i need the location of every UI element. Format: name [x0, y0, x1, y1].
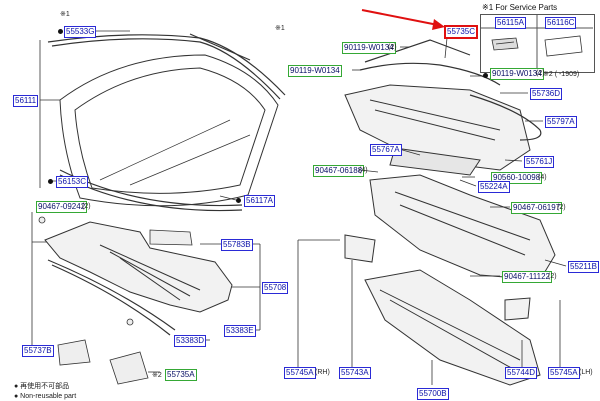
- service-part-56116C-icon: [544, 35, 583, 57]
- cowl-top-panel-left: [44, 221, 233, 313]
- part-qty-90119-W0134-a: (2): [388, 44, 397, 51]
- part-label-53383E[interactable]: 53383E: [224, 325, 256, 337]
- part-qty-90467-06188: (4): [359, 167, 368, 174]
- part-label-55743A[interactable]: 55743A: [339, 367, 371, 379]
- legend-en: ● Non-reusable part: [14, 393, 77, 400]
- part-label-55735A[interactable]: 55735A: [165, 369, 197, 381]
- star1-note-top: ※1: [60, 11, 70, 18]
- service-date-note: ※2 ( -1909): [543, 71, 580, 78]
- part-side-lh: (LH): [579, 369, 593, 376]
- part-qty-90560-10098: (4): [538, 174, 547, 181]
- small-parts-left: [38, 216, 193, 385]
- part-label-55211B[interactable]: 55211B: [568, 261, 599, 273]
- part-label-55736D[interactable]: 55736D: [530, 88, 563, 100]
- non-reusable-dot: [48, 179, 53, 184]
- part-label-90467-06197[interactable]: 90467-06197: [511, 202, 563, 214]
- part-qty-90467-09242: (2): [82, 203, 91, 210]
- cowl-louver-upper: [344, 84, 531, 171]
- part-label-55797A[interactable]: 55797A: [545, 116, 577, 128]
- part-label-55761J[interactable]: 55761J: [524, 156, 555, 168]
- non-reusable-dot: [483, 73, 488, 78]
- part-label-55708[interactable]: 55708: [262, 282, 289, 294]
- part-label-56115A[interactable]: 56115A: [495, 17, 526, 29]
- cowl-panel-right: [369, 174, 556, 281]
- part-label-90467-06188[interactable]: 90467-06188: [313, 165, 365, 177]
- part-qty-90467-06197: (2): [557, 204, 566, 211]
- part-label-55224A[interactable]: 55224A: [478, 181, 510, 193]
- part-label-90119-W0134-c[interactable]: 90119-W0134: [490, 68, 544, 80]
- part-label-56116C[interactable]: 56116C: [545, 17, 577, 29]
- part-label-55745A-rh[interactable]: 55745A: [284, 367, 316, 379]
- part-label-90467-11122[interactable]: 90467-11122: [502, 271, 552, 283]
- non-reusable-dot: [236, 198, 241, 203]
- part-label-55767A[interactable]: 55767A: [370, 144, 402, 156]
- part-label-55737B[interactable]: 55737B: [22, 345, 54, 357]
- non-reusable-dot: [58, 29, 63, 34]
- part-label-55744D[interactable]: 55744D: [505, 367, 538, 379]
- highlight-arrow: [361, 9, 445, 30]
- part-label-56117A[interactable]: 56117A: [244, 195, 275, 207]
- part-qty-90467-11122: (2): [548, 273, 557, 280]
- legend-jp: ● 再使用不可部品: [14, 383, 70, 390]
- part-side-rh: (RH): [315, 369, 330, 376]
- part-label-55745A-lh[interactable]: 55745A: [548, 367, 580, 379]
- part-label-90467-09242[interactable]: 90467-09242: [36, 201, 88, 213]
- part-label-55783B[interactable]: 55783B: [221, 239, 253, 251]
- part-label-55735C-highlighted[interactable]: 55735C: [444, 25, 479, 39]
- part-label-55533G[interactable]: 55533G: [64, 26, 97, 38]
- star1-note-mid: ※1: [275, 25, 285, 32]
- weatherstrip-left: [47, 259, 176, 336]
- windshield-glass: [59, 54, 279, 207]
- service-parts-header: ※1 For Service Parts: [482, 3, 558, 12]
- service-part-56115A-icon: [491, 37, 519, 51]
- part-label-56153C[interactable]: 56153C: [56, 176, 89, 188]
- part-label-56111[interactable]: 56111: [13, 95, 39, 107]
- part-label-90119-W0134-b[interactable]: 90119-W0134: [288, 65, 342, 77]
- cowl-lower-panel: [344, 234, 541, 386]
- part-label-55700B[interactable]: 55700B: [417, 388, 449, 400]
- part-label-90119-W0134-a[interactable]: 90119-W0134: [342, 42, 396, 54]
- star2-note: ※2: [152, 372, 162, 379]
- part-qty-90119-W0134-c: (2): [536, 70, 545, 77]
- seal-strip-right: [389, 147, 481, 176]
- leader-lines-right: [297, 37, 567, 385]
- part-label-53383D[interactable]: 53383D: [174, 335, 207, 347]
